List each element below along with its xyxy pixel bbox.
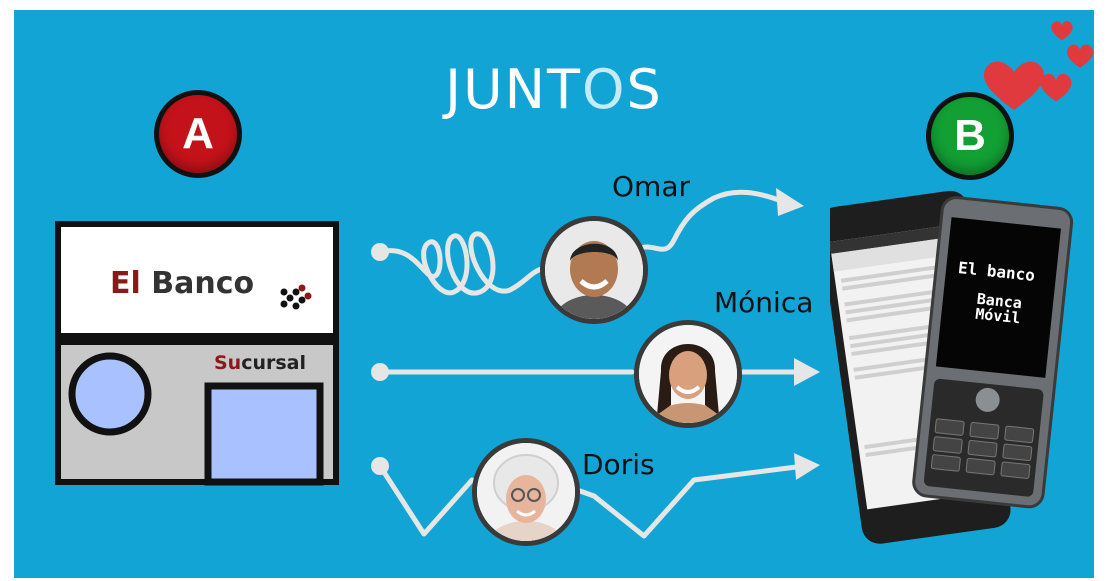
path-doris <box>377 463 807 539</box>
bank-building <box>55 221 339 486</box>
path-omar-tail <box>633 189 787 253</box>
monica-avatar <box>634 320 742 428</box>
hearts-icon <box>983 21 1094 110</box>
customer-name-doris: Doris <box>582 448 655 481</box>
phones-illustration <box>830 190 1074 544</box>
path-omar <box>377 231 547 296</box>
customer-name-omar: Omar <box>612 170 690 203</box>
doris-avatar <box>472 438 580 546</box>
person-icon <box>545 221 643 319</box>
slide: JUNTOS A B <box>14 10 1094 578</box>
point-a-badge: A <box>154 90 242 178</box>
bank-sign: El Banco <box>110 266 255 301</box>
person-icon <box>477 443 575 541</box>
customer-name-monica: Mónica <box>714 286 814 319</box>
point-b-badge: B <box>926 92 1014 180</box>
omar-avatar <box>540 216 648 324</box>
arrowhead-monica <box>794 358 820 386</box>
arrowhead-omar <box>776 188 804 216</box>
slide-title: JUNTOS <box>445 58 663 121</box>
arrowhead-doris <box>794 453 820 480</box>
person-icon <box>639 325 737 423</box>
customer-paths <box>371 188 820 539</box>
branch-label: Sucursal <box>214 352 307 374</box>
